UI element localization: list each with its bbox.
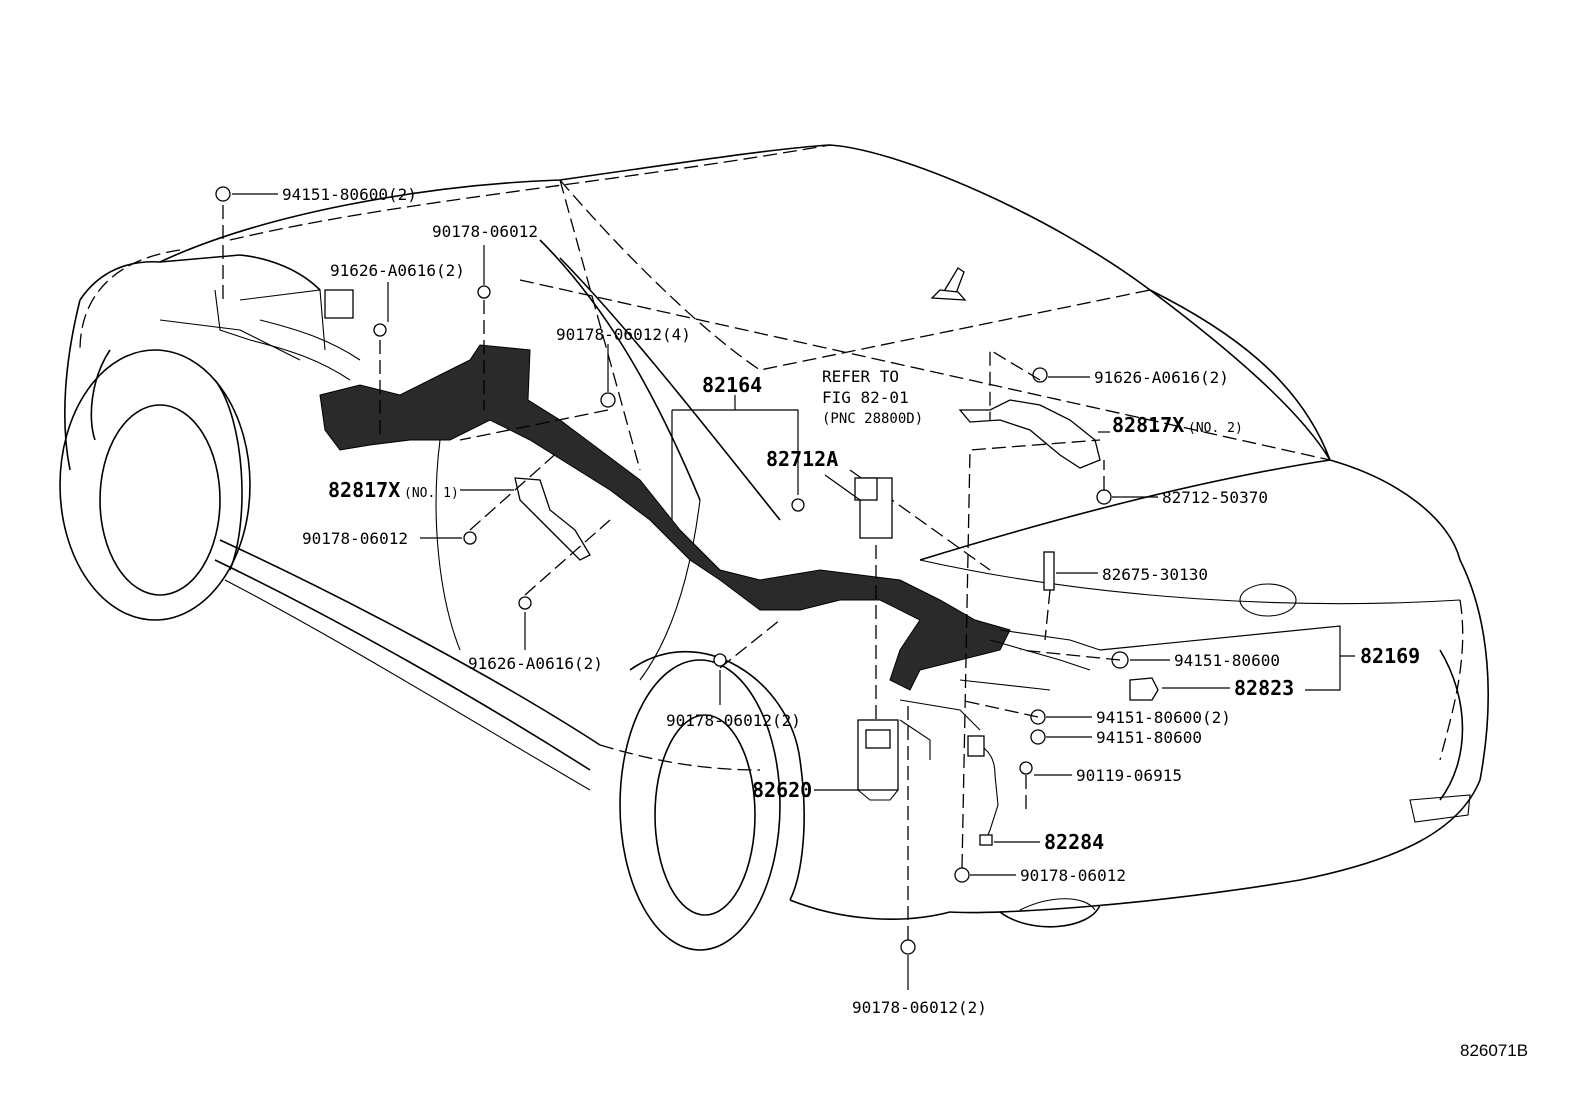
wire-harness-82164: [159, 289, 1101, 760]
label-82712-50370: 82712-50370: [1162, 488, 1268, 507]
label-82817x-no1: 82817X: [328, 478, 400, 502]
label-94151-80600-b: 94151-80600: [1096, 728, 1202, 747]
label-91626-a0616-2-bottom: 91626-A0616(2): [468, 654, 603, 673]
location-lines: [222, 205, 1121, 940]
connector-82712a: [854, 477, 893, 539]
label-91626-a0616-2-left: 91626-A0616(2): [330, 261, 465, 280]
grommet-82823: [1129, 677, 1159, 701]
label-90119-06915: 90119-06915: [1076, 766, 1182, 785]
label-94151-80600-2-mid: 94151-80600(2): [1096, 708, 1231, 727]
label-91626-a0616-2-right: 91626-A0616(2): [1094, 368, 1229, 387]
label-82712a: 82712A: [766, 447, 838, 471]
label-90178-06012-top: 90178-06012: [432, 222, 538, 241]
label-94151-80600-2-top: 94151-80600(2): [282, 185, 417, 204]
label-82169: 82169: [1360, 644, 1420, 668]
bracket-82817x-no1: [514, 477, 591, 561]
label-90178-06012-mid: 90178-06012: [302, 529, 408, 548]
fastener-nuts: [215, 186, 1129, 955]
label-82817x-no2: 82817X: [1112, 413, 1184, 437]
leader-lines: [232, 193, 1355, 990]
cable-82284: [967, 735, 999, 846]
label-90178-06012-2-bottom: 90178-06012(2): [852, 998, 987, 1017]
reference-note-line3: (PNC 28800D): [822, 411, 923, 427]
figure-id: 826071B: [1460, 1041, 1528, 1060]
car-body-outline: [59, 144, 1489, 951]
label-90178-06012-low: 90178-06012: [1020, 866, 1126, 885]
label-82284: 82284: [1044, 830, 1104, 854]
reference-note-line1: REFER TO: [822, 367, 899, 386]
label-82164: 82164: [702, 373, 762, 397]
label-82817x-no2-suffix: (NO. 2): [1188, 421, 1243, 436]
label-90178-06012-2-mid: 90178-06012(2): [666, 711, 801, 730]
label-82620: 82620: [752, 778, 812, 802]
label-82817x-no1-suffix: (NO. 1): [404, 486, 459, 501]
bracket-82817x-no2: [958, 399, 1101, 469]
part-labels: 94151-80600(2) 90178-06012 91626-A0616(2…: [282, 185, 1528, 1060]
label-82823: 82823: [1234, 676, 1294, 700]
unit-82620: [857, 719, 899, 801]
label-90178-06012-4: 90178-06012(4): [556, 325, 691, 344]
label-82675-30130: 82675-30130: [1102, 565, 1208, 584]
label-94151-80600-a: 94151-80600: [1174, 651, 1280, 670]
reference-note-line2: FIG 82-01: [822, 388, 909, 407]
